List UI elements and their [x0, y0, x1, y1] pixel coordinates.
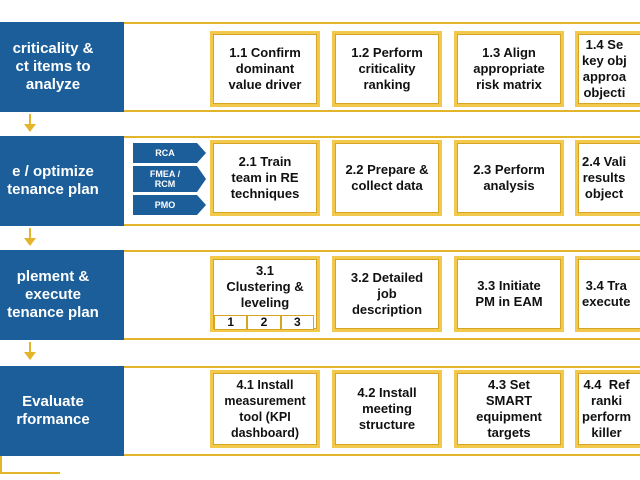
step-1-3: 1.3 Align appropriate risk matrix [454, 31, 564, 107]
step-4-1: 4.1 Install measurement tool (KPI dashbo… [210, 370, 320, 448]
phase-4-label: Evaluate rformance [16, 393, 90, 428]
subnumber-2: 2 [247, 315, 281, 330]
tag-pmo: PMO [133, 195, 206, 215]
step-1-2: 1.2 Perform criticality ranking [332, 31, 442, 107]
arrow-down-3 [23, 342, 37, 360]
step-2-3: 2.3 Perform analysis [454, 140, 564, 216]
tag-rca: RCA [133, 143, 206, 163]
tag-fmea-rcm: FMEA / RCM [133, 166, 206, 192]
step-4-2: 4.2 Install meeting structure [332, 370, 442, 448]
subnumber-3: 3 [280, 315, 314, 330]
feedback-line-vertical [0, 456, 2, 474]
phase-2-label: e / optimize tenance plan [7, 163, 99, 198]
step-2-2: 2.2 Prepare & collect data [332, 140, 442, 216]
phase-1-label: criticality & ct items to analyze [12, 40, 94, 93]
arrow-down-2 [23, 228, 37, 246]
step-1-4: 1.4 Se key obj approa objecti [575, 31, 640, 107]
step-3-2: 3.2 Detailed job description [332, 256, 442, 332]
phase-4-box: Evaluate rformance [0, 366, 124, 456]
step-4-4: 4.4 Ref ranki perform killer [575, 370, 640, 448]
step-1-1: 1.1 Confirm dominant value driver [210, 31, 320, 107]
phase-1-box: criticality & ct items to analyze [0, 22, 124, 112]
phase-2-box: e / optimize tenance plan [0, 136, 124, 226]
arrow-down-1 [23, 114, 37, 132]
step-4-3: 4.3 Set SMART equipment targets [454, 370, 564, 448]
step-2-4: 2.4 Vali results object [575, 140, 640, 216]
step-2-1: 2.1 Train team in RE techniques [210, 140, 320, 216]
phase-3-box: plement & execute tenance plan [0, 250, 124, 340]
step-3-4: 3.4 Tra execute [575, 256, 640, 332]
phase-3-label: plement & execute tenance plan [7, 268, 99, 321]
step-3-3: 3.3 Initiate PM in EAM [454, 256, 564, 332]
step-3-1-subnumbers: 1 2 3 [214, 315, 314, 330]
feedback-line-horizontal [0, 472, 60, 474]
subnumber-1: 1 [214, 315, 248, 330]
